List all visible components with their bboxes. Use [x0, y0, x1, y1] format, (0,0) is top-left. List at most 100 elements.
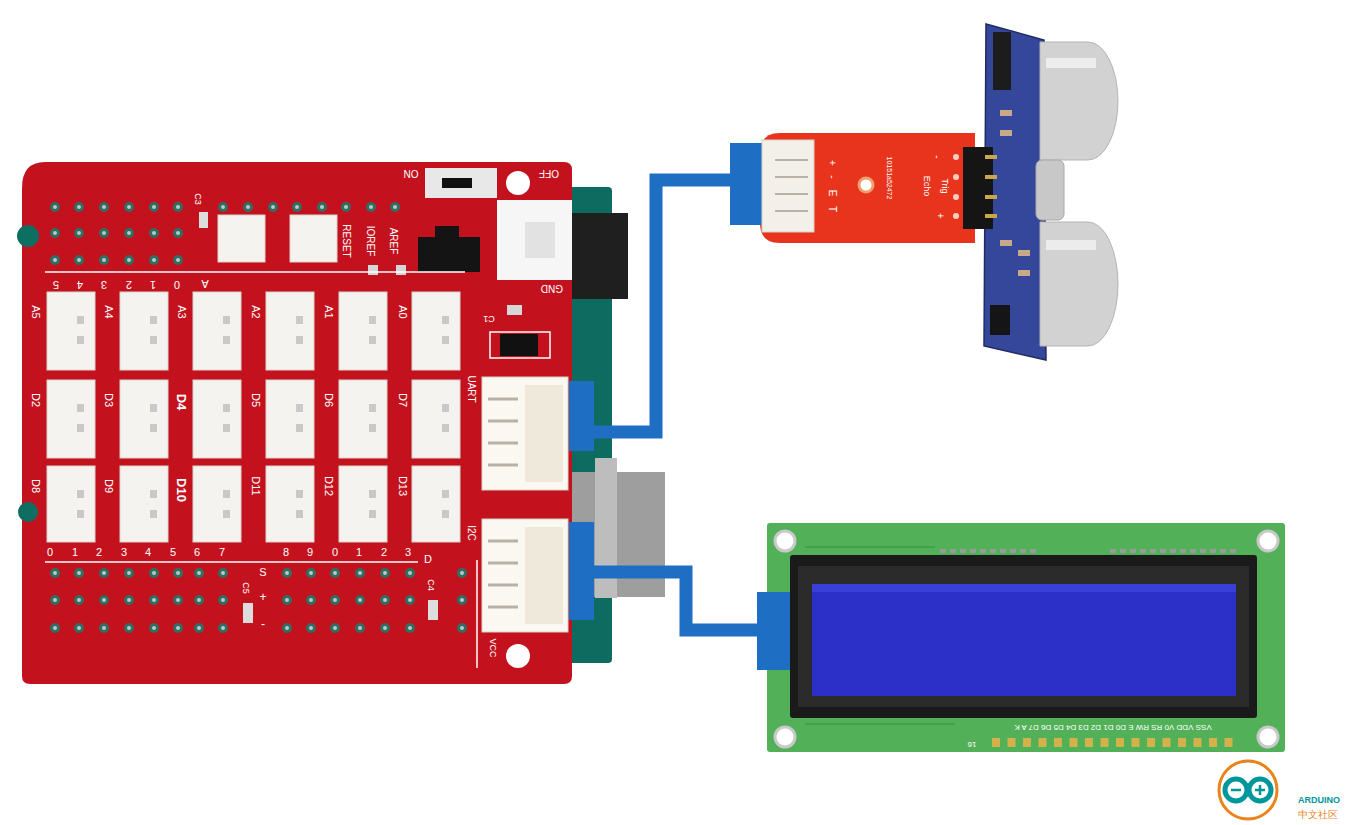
logo-ring: [1219, 761, 1277, 819]
solder-pad: [1180, 549, 1186, 553]
header-hole-center: [102, 258, 106, 262]
header-hole: [306, 595, 316, 605]
header-hole: [405, 595, 415, 605]
connector-pin: [369, 510, 376, 518]
header-hole-center: [176, 598, 180, 602]
grove-connector: [193, 380, 241, 458]
connector-pin: [150, 490, 157, 498]
header-hole-center: [152, 231, 156, 235]
board-label: 5: [170, 547, 176, 558]
mount-hole: [506, 171, 530, 195]
board-label: AREF: [388, 228, 398, 255]
ultrasonic-adapter-shape: [730, 133, 975, 243]
connector-tab: [775, 159, 808, 161]
connector-tab: [488, 464, 518, 467]
header-hole-center: [383, 626, 387, 630]
header-pin: [1225, 738, 1233, 747]
connector-tab: [775, 210, 808, 212]
sensor-chip: [990, 305, 1010, 335]
connector-pin: [296, 510, 303, 518]
board-label: 2: [96, 547, 102, 558]
header-pin: [992, 738, 1000, 747]
header-hole-center: [77, 571, 81, 575]
header-hole: [99, 202, 109, 212]
header-hole: [355, 595, 365, 605]
header-hole: [282, 623, 292, 633]
board-label: +: [259, 591, 266, 603]
header-hole: [306, 623, 316, 633]
header-hole: [218, 568, 228, 578]
header-hole: [99, 255, 109, 265]
connector-pin: [442, 316, 449, 324]
board-label: RESET: [341, 224, 351, 257]
header-hole-center: [285, 571, 289, 575]
capacitor: [243, 603, 253, 623]
header-hole: [173, 623, 183, 633]
board-label: D6: [323, 393, 334, 407]
header-hole-center: [176, 258, 180, 262]
connector-inner: [525, 527, 563, 624]
port-label: UART: [466, 375, 476, 402]
header-pin: [1132, 738, 1140, 747]
board-label: C1: [483, 314, 495, 323]
transducer: [1040, 42, 1118, 160]
header-hole-center: [127, 571, 131, 575]
connector-pin: [150, 336, 157, 344]
connector-pin: [442, 490, 449, 498]
board-label: IOREF: [365, 226, 375, 257]
connector-pin: [369, 490, 376, 498]
header-hole: [50, 568, 60, 578]
header-hole: [341, 202, 351, 212]
solder-pad: [950, 549, 956, 553]
header-hole: [330, 568, 340, 578]
header-pin: [985, 155, 997, 159]
connector-inner: [525, 385, 563, 482]
logo-minus: [1231, 789, 1241, 792]
solder-pad: [980, 549, 986, 553]
grove-connector: [47, 380, 95, 458]
header-pin: [1039, 738, 1047, 747]
header-hole-center: [176, 231, 180, 235]
smd-part: [1000, 130, 1012, 136]
connector-tab: [488, 540, 518, 543]
header-hole-center: [383, 598, 387, 602]
grove-connector: [47, 466, 95, 542]
header-hole-center: [295, 205, 299, 209]
grove-connector: [762, 140, 814, 232]
header-hole-center: [320, 205, 324, 209]
header-hole: [149, 202, 159, 212]
header-hole-center: [221, 626, 225, 630]
mount-hole: [18, 502, 38, 522]
board-label: 2: [126, 279, 132, 290]
smd-part: [396, 265, 406, 275]
header-hole-center: [102, 231, 106, 235]
board-label: VCC: [488, 638, 497, 657]
connector-pin: [442, 404, 449, 412]
header-hole-center: [333, 626, 337, 630]
capacitor: [428, 600, 438, 620]
header-hole-center: [77, 626, 81, 630]
pin-label: VSS VDD V0 RS RW E D0 D1 D2 D3 D4 D5 D6 …: [1014, 723, 1211, 731]
header-hole-center: [460, 626, 464, 630]
grove-connector: [339, 380, 387, 458]
header-hole: [124, 568, 134, 578]
header-hole: [50, 623, 60, 633]
board-label: -: [261, 618, 265, 630]
header-hole-center: [197, 571, 201, 575]
solder-pad: [1200, 549, 1206, 553]
cable-plug: [730, 143, 762, 225]
smd-part: [368, 265, 378, 275]
header-hole-center: [408, 598, 412, 602]
header-hole: [99, 595, 109, 605]
header-hole: [457, 568, 467, 578]
transducer-shine: [1046, 240, 1096, 250]
header-hole: [243, 202, 253, 212]
pin-label: +: [935, 213, 945, 219]
header-hole: [124, 228, 134, 238]
connector-tab: [488, 562, 518, 565]
connector-tab: [488, 442, 518, 445]
pin-label: T: [827, 206, 837, 212]
header-pin: [1178, 738, 1186, 747]
header-hole-center: [102, 626, 106, 630]
cable: [594, 180, 730, 432]
